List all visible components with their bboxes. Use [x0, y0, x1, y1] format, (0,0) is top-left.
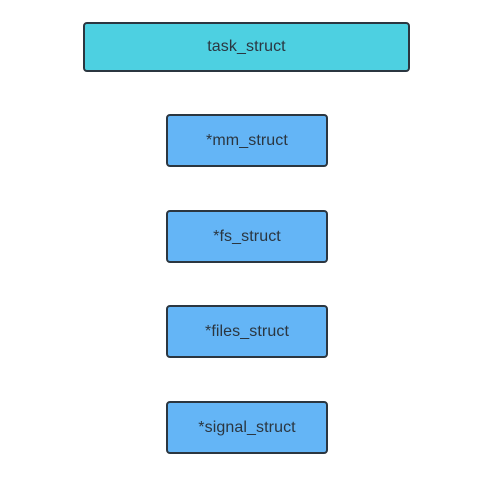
task-struct-node: task_struct: [83, 22, 410, 72]
mm-struct-node: *mm_struct: [166, 114, 328, 167]
mm-struct-label: *mm_struct: [206, 131, 288, 149]
signal-struct-label: *signal_struct: [198, 418, 296, 436]
files-struct-node: *files_struct: [166, 305, 328, 358]
task-struct-label: task_struct: [207, 38, 286, 55]
fs-struct-label: *fs_struct: [213, 227, 281, 245]
fs-struct-node: *fs_struct: [166, 210, 328, 263]
signal-struct-node: *signal_struct: [166, 401, 328, 454]
files-struct-label: *files_struct: [205, 322, 289, 340]
